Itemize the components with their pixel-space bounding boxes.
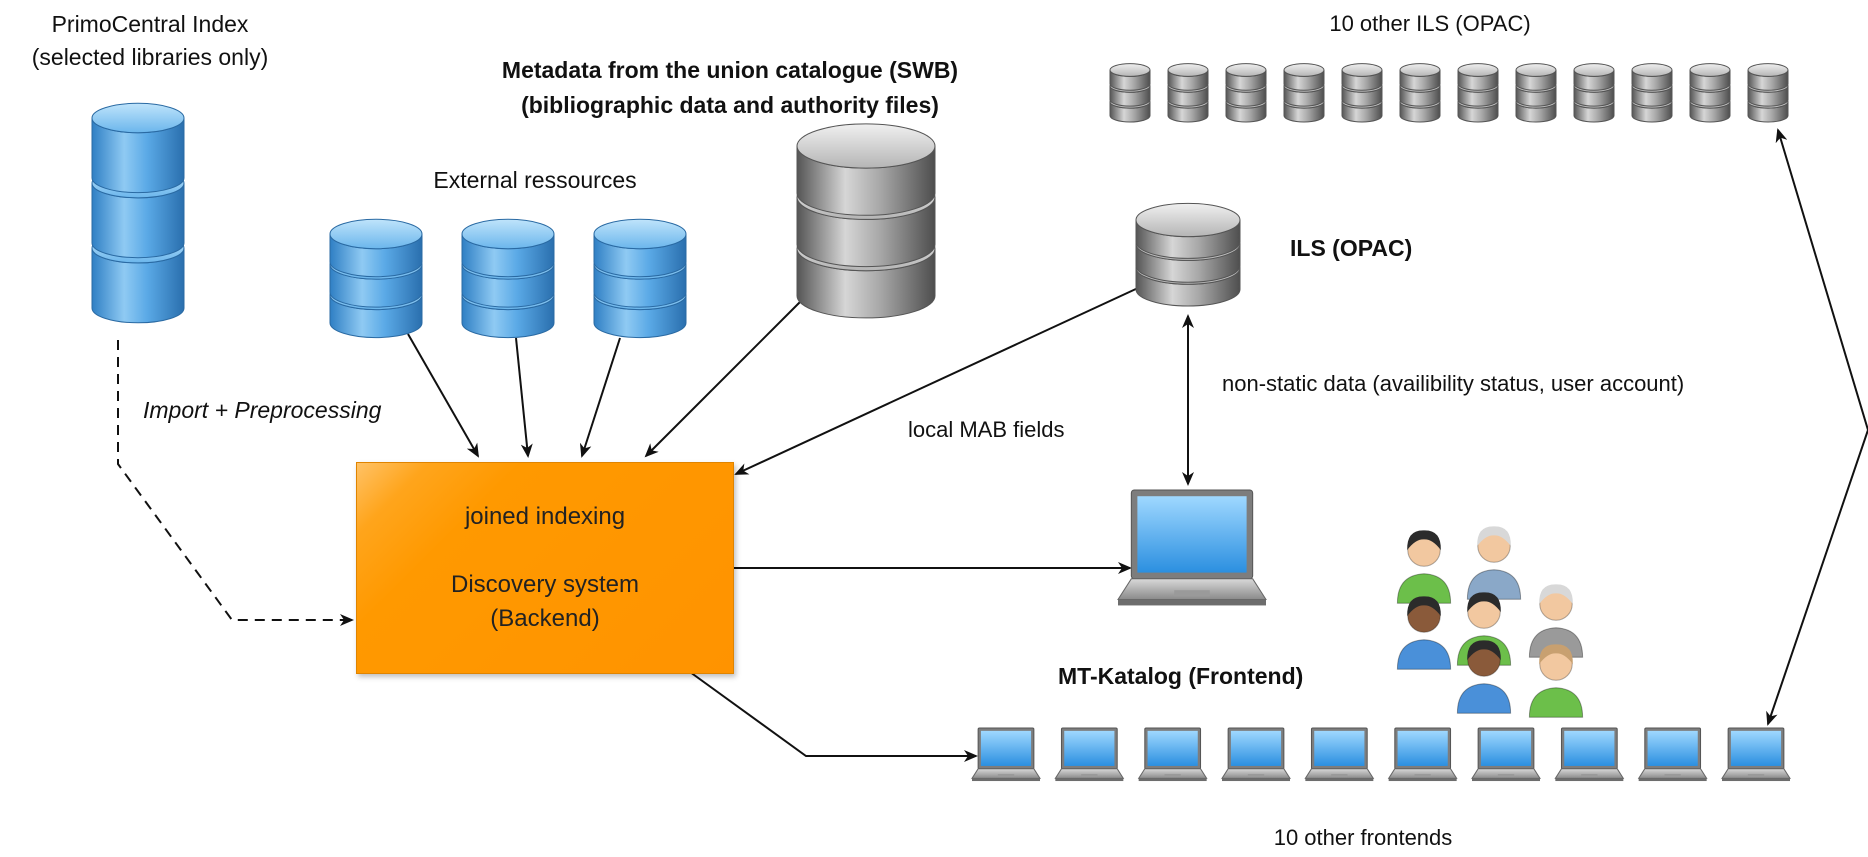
primocentral-title: PrimoCentral Index [51,11,249,37]
other-ils-database-icon-7 [1457,63,1499,123]
swb-line2: (bibliographic data and authority files) [521,91,939,118]
frontend-laptop-icon-9 [1637,727,1708,782]
external-db1-to-backend-arrow [407,333,479,458]
other-ils-database-icon-6 [1399,63,1441,123]
user-icon-1 [1396,530,1452,604]
other-ils-database-icon-9 [1573,63,1615,123]
frontend-laptop-icon-5 [1304,727,1375,782]
external-resources-label: External ressources [433,167,637,193]
mt-katalog-label: MT-Katalog (Frontend) [1058,663,1304,689]
primocentral-database-icon [91,102,185,324]
frontend-laptop-icon-8 [1554,727,1625,782]
other-ils-database-icon-3 [1225,63,1267,123]
other-ils-database-icon-10 [1631,63,1673,123]
link-to-other-ils-arrow [1775,128,1868,431]
mt-katalog-laptop-icon [1117,489,1267,606]
other-ils-database-icon-8 [1515,63,1557,123]
external-db3-to-backend-arrow [579,337,621,458]
frontend-laptop-icon-3 [1137,727,1208,782]
other-ils-label: 10 other ILS (OPAC) [1329,11,1531,36]
database-icons [91,63,1789,339]
primocentral-subtitle: (selected libraries only) [31,43,269,70]
external-database-icon-3 [593,218,687,339]
external-database-icon-2 [461,218,555,339]
laptop-icons [971,489,1791,782]
user-icon-3 [1396,596,1452,670]
frontend-laptop-icon-4 [1221,727,1291,782]
swb-metadata-label: Metadata from the union catalogue (SWB) … [420,56,1040,120]
connector-arrows [117,128,1868,762]
import-preprocessing-arrow [117,340,354,626]
link-to-other-frontends-arrow [1766,429,1868,726]
backend-to-frontends-arrow [689,671,978,762]
frontend-laptop-icon-10 [1721,727,1791,782]
frontend-laptop-icon-6 [1387,727,1458,782]
other-ils-database-icon-5 [1341,63,1383,123]
local-mab-fields-label: local MAB fields [908,417,1065,442]
other-ils-database-icon-4 [1283,63,1325,123]
users-group-icon [1396,526,1584,718]
ils-database-icon [1135,202,1241,307]
other-ils-database-icon-2 [1167,63,1209,123]
other-frontends-label: 10 other frontends [1273,825,1453,850]
import-preprocessing-label: Import + Preprocessing [143,397,382,423]
swb-line1: Metadata from the union catalogue (SWB) [501,57,959,83]
frontend-laptop-icon-1 [971,727,1041,782]
ils-label: ILS (OPAC) [1290,235,1413,261]
other-ils-database-icon-12 [1747,63,1789,123]
discovery-backend-box: joined indexing Discovery system (Backen… [356,462,734,674]
frontend-laptop-icon-7 [1471,727,1541,782]
user-icon-6 [1456,640,1512,714]
frontend-laptop-icon-2 [1054,727,1125,782]
non-static-data-label: non-static data (availibility status, us… [1222,371,1685,396]
swb-to-backend-arrow [644,301,801,458]
backend-label: (Backend) [490,605,600,632]
other-ils-database-icon-11 [1689,63,1731,123]
external-database-icon-1 [329,218,423,339]
joined-indexing-label: joined indexing [464,503,626,530]
other-ils-database-icon-1 [1109,63,1151,123]
external-db2-to-backend-arrow [515,337,533,458]
user-icon-7 [1528,644,1584,718]
ils-to-backend-arrow [734,287,1139,475]
user-icon-2 [1466,526,1522,600]
swb-database-icon [796,123,936,319]
primocentral-label: PrimoCentral Index (selected libraries o… [0,10,300,72]
discovery-system-label: Discovery system [450,571,640,598]
